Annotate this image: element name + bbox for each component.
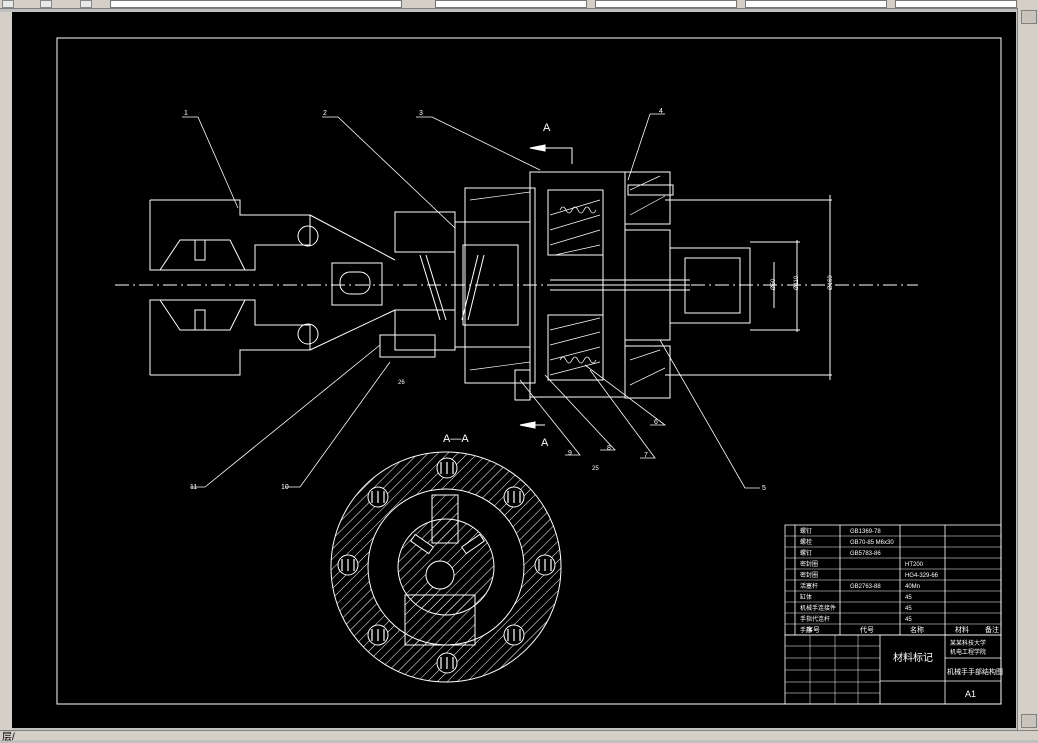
- svg-text:序号: 序号: [806, 625, 820, 634]
- svg-text:4: 4: [659, 108, 663, 115]
- part-name: 手指: [800, 626, 812, 634]
- title-block-text: 螺钉 GB1369-78 螺栓 GB70-85 M6x30 螺钉 GB5783-86 密封圈…: [800, 527, 939, 634]
- status-bar: 层/: [0, 730, 1038, 743]
- part-mat: 45: [905, 595, 912, 601]
- leader-numbers: 1 2 3 4 5 6 7 8 9 10 11: [184, 108, 766, 492]
- part-name: 密封圈: [800, 571, 818, 579]
- svg-text:26: 26: [398, 380, 405, 386]
- part-name: 手指代连杆: [800, 615, 830, 623]
- svg-text:名称: 名称: [910, 625, 924, 634]
- layer-dropdown[interactable]: [110, 0, 402, 8]
- title-block-header: 序号 代号 名称 材料 备注: [806, 625, 999, 634]
- part-name: 螺栓: [800, 538, 812, 546]
- cad-drawing: 26 Ø50 Ø160 Ø110 25 A A 1 2 3 4 5 6 7 8: [56, 37, 1003, 705]
- svg-text:5: 5: [762, 485, 766, 492]
- svg-text:9: 9: [568, 450, 572, 457]
- svg-text:2: 2: [323, 110, 327, 117]
- svg-text:A—A: A—A: [443, 433, 469, 445]
- hatch: [469, 175, 666, 386]
- connector: [627, 184, 832, 380]
- svg-text:8: 8: [607, 445, 611, 452]
- linkage: [379, 211, 531, 358]
- section-markers: A A: [519, 122, 573, 449]
- svg-text:A: A: [541, 437, 549, 449]
- part-mat: HG4-329-66: [905, 573, 939, 579]
- title-block: [784, 524, 1002, 705]
- status-text: 层/: [2, 732, 15, 743]
- part-name: 螺钉: [800, 527, 812, 535]
- part-std: GB1369-78: [850, 529, 881, 535]
- svg-text:材料标记: 材料标记: [893, 651, 933, 664]
- svg-text:某某科技大学: 某某科技大学: [950, 639, 986, 647]
- part-mat: 45: [905, 617, 912, 623]
- lineweight-dropdown[interactable]: [745, 0, 887, 8]
- part-mat: HT200: [905, 562, 924, 568]
- color-dropdown[interactable]: [435, 0, 587, 8]
- svg-text:机械手手部结构图: 机械手手部结构图: [947, 667, 1003, 676]
- part-name: 密封圈: [800, 560, 818, 568]
- vertical-scrollbar[interactable]: [1017, 8, 1038, 730]
- tool-icon[interactable]: [80, 0, 92, 8]
- svg-text:6: 6: [654, 419, 658, 426]
- svg-text:10: 10: [281, 484, 289, 491]
- part-name: 缸体: [800, 593, 812, 601]
- svg-text:7: 7: [644, 452, 648, 459]
- leader-lines: [182, 113, 760, 489]
- plotstyle-dropdown[interactable]: [895, 0, 1017, 8]
- top-toolbar: [0, 0, 1038, 9]
- scroll-down-icon[interactable]: [1021, 714, 1037, 728]
- scroll-up-icon[interactable]: [1021, 10, 1037, 24]
- part-std: GB2763-88: [850, 584, 881, 590]
- svg-text:材料: 材料: [955, 625, 969, 634]
- svg-text:Ø160: Ø160: [828, 275, 834, 290]
- svg-text:A1: A1: [965, 689, 976, 699]
- layer-icon[interactable]: [2, 0, 14, 8]
- springs: [559, 206, 597, 364]
- svg-text:25: 25: [592, 466, 599, 472]
- drawing-canvas[interactable]: 26 Ø50 Ø160 Ø110 25 A A 1 2 3 4 5 6 7 8: [12, 12, 1016, 728]
- svg-text:Ø50: Ø50: [771, 278, 777, 290]
- tool-icon[interactable]: [40, 0, 52, 8]
- title-labels: 材料标记 某某科技大学 机电工程学院 机械手手部结构图 A1: [893, 639, 1003, 699]
- svg-text:3: 3: [419, 110, 423, 117]
- part-name: 活塞杆: [800, 582, 818, 590]
- part-mat: 45: [905, 606, 912, 612]
- svg-text:备注: 备注: [985, 625, 999, 634]
- finger-jaws: [149, 199, 396, 376]
- svg-text:Ø110: Ø110: [794, 275, 800, 290]
- svg-text:代号: 代号: [860, 625, 874, 634]
- left-frame: [0, 12, 12, 730]
- svg-text:机电工程学院: 机电工程学院: [950, 648, 986, 656]
- part-name: 螺钉: [800, 549, 812, 557]
- part-mat: 40Mn: [905, 584, 920, 590]
- part-std: GB5783-86: [850, 551, 881, 557]
- cylinder-body: [464, 171, 690, 401]
- linetype-dropdown[interactable]: [595, 0, 737, 8]
- svg-text:11: 11: [190, 484, 197, 491]
- svg-text:A: A: [543, 122, 551, 134]
- svg-text:1: 1: [184, 110, 188, 117]
- dimension-labels: 26 Ø50 Ø160 Ø110 25: [398, 275, 834, 472]
- part-std: GB70-85 M6x30: [850, 540, 894, 546]
- part-name: 机械手连接件: [800, 604, 836, 612]
- sheet-border: [56, 37, 1002, 705]
- section-view: A—A: [330, 433, 562, 683]
